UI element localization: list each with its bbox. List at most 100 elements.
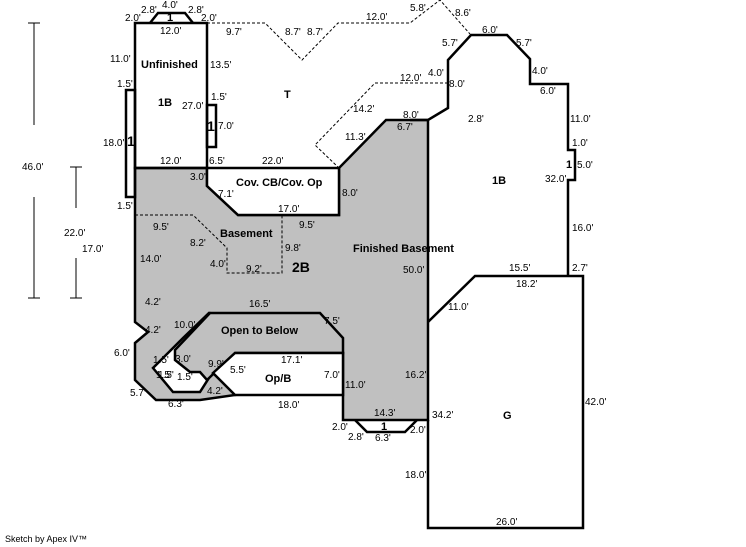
dimension-label: 50.0'	[403, 265, 424, 276]
dimension-label: 8.0'	[449, 79, 465, 90]
label-t: T	[284, 89, 291, 101]
dimension-label: 14.2'	[353, 104, 374, 115]
dimension-label: 4.0'	[210, 259, 226, 270]
label-basement: Basement	[220, 228, 273, 240]
dimension-label: 9.7'	[226, 27, 242, 38]
dimension-label: 4.0'	[532, 66, 548, 77]
dimension-label: 6.5'	[209, 156, 225, 167]
dimension-label: 11.3'	[345, 132, 366, 143]
dimension-label: 6.0'	[482, 25, 498, 36]
dimension-label: 12.0'	[160, 156, 181, 167]
dimension-label: 13.5'	[210, 60, 231, 71]
label-1-north: 1	[167, 12, 173, 24]
label-1b-east: 1B	[492, 175, 506, 187]
dimension-label: 4.2'	[145, 297, 161, 308]
open-to-below-area	[173, 311, 345, 382]
unfinished-room	[133, 21, 209, 170]
label-1-west: 1	[127, 133, 135, 149]
dimension-label: 7.0'	[218, 121, 234, 132]
dimension-label: 15.5'	[509, 263, 530, 274]
dimension-label: 12.0'	[400, 73, 421, 84]
dimension-label: 2.0'	[125, 13, 141, 24]
dimension-label: 5.7'	[130, 388, 146, 399]
dimension-label: 14.3'	[374, 408, 395, 419]
label-1b-west: 1B	[158, 97, 172, 109]
dimension-label: 32.0'	[545, 174, 566, 185]
dimension-label: 27.0'	[182, 101, 203, 112]
dimension-label: 9.5'	[153, 222, 169, 233]
dimension-label: 11.0'	[110, 54, 131, 65]
footer-credit: Sketch by Apex IV™	[5, 534, 88, 544]
dimension-label: 16.2'	[405, 370, 426, 381]
dimension-label: 8.6'	[455, 8, 471, 19]
dimension-label: 18.0'	[278, 400, 299, 411]
dimension-label: 8.7'	[307, 27, 323, 38]
dimension-label: 1.5'	[153, 355, 169, 366]
dimension-label: 6.0'	[114, 348, 130, 359]
garage-outline	[426, 274, 585, 530]
dimension-labels: 2.0'2.8'4.0'2.8'2.0'12.0'9.7'8.7'8.7'12.…	[82, 0, 606, 528]
dimension-label: 1.5'	[117, 201, 133, 212]
dimension-label: 4.2'	[207, 386, 223, 397]
label-opb: Op/B	[265, 373, 291, 385]
dimension-label: 1.5'	[211, 92, 227, 103]
label-cov: Cov. CB/Cov. Op	[236, 177, 323, 189]
dimension-label: 9.5'	[299, 220, 315, 231]
dimension-label: 2.8'	[188, 5, 204, 16]
stoop-south	[354, 419, 418, 434]
dimension-label: 4.0'	[162, 0, 178, 11]
dimension-label: 12.0'	[366, 12, 387, 23]
dimension-label: 2.7'	[572, 263, 588, 274]
bump-east	[205, 103, 218, 149]
dimension-label: 8.0'	[342, 188, 358, 199]
dimension-label: 22.0'	[262, 156, 283, 167]
dimension-label: 16.0'	[572, 223, 593, 234]
label-finished-basement: Finished Basement	[353, 243, 454, 255]
dimension-label: 2.0'	[410, 425, 426, 436]
dimension-label: 3.0'	[175, 354, 191, 365]
bay-north	[149, 11, 194, 24]
dimension-label: 1.5'	[158, 370, 174, 381]
dimension-label: 16.5'	[249, 299, 270, 310]
dimension-label: 5.8'	[410, 3, 426, 14]
label-1-east: 1	[207, 118, 215, 134]
dimension-label: 11.0'	[345, 380, 366, 391]
dimension-label: 17.1'	[281, 355, 302, 366]
dimension-label: 6.3'	[168, 399, 184, 410]
dimension-label: 7.0'	[324, 370, 340, 381]
east-1b-outline	[410, 33, 577, 276]
dimension-label: 18.2'	[516, 279, 537, 290]
dimension-label: 1.5'	[117, 79, 133, 90]
overall-dim-22: 22.0'	[64, 228, 85, 239]
dimension-label: 1.5'	[177, 372, 193, 383]
t-outline-inner	[314, 82, 448, 169]
dimension-label: 7.5'	[324, 316, 340, 327]
dimension-label: 26.0'	[496, 517, 517, 528]
dimension-label: 2.8'	[468, 114, 484, 125]
dimension-label: 2.0'	[332, 422, 348, 433]
dimension-label: 6.7'	[397, 122, 413, 133]
dimension-label: 5.0'	[577, 160, 593, 171]
dimension-label: 6.3'	[375, 433, 391, 444]
dimension-label: 11.0'	[448, 302, 469, 313]
label-2b: 2B	[292, 259, 310, 275]
dimension-label: 2.8'	[348, 432, 364, 443]
dimension-label: 18.0'	[103, 138, 124, 149]
dimension-label: 8.7'	[285, 27, 301, 38]
t-outline-top	[207, 0, 471, 61]
dimension-label: 6.0'	[540, 86, 556, 97]
dimension-label: 17.0'	[278, 204, 299, 215]
basement-outline	[135, 214, 283, 274]
dimension-label: 9.2'	[246, 264, 262, 275]
overall-dim-46: 46.0'	[22, 162, 43, 173]
dimension-label: 9.8'	[285, 243, 301, 254]
dimension-label: 2.0'	[201, 13, 217, 24]
dimension-label: 14.0'	[140, 254, 161, 265]
dimension-label: 2.8'	[141, 5, 157, 16]
opb-area	[211, 351, 345, 397]
dimension-label: 12.0'	[160, 26, 181, 37]
dimension-label: 5.7'	[442, 38, 458, 49]
label-1-south: 1	[381, 421, 387, 433]
dimension-label: 5.5'	[230, 365, 246, 376]
